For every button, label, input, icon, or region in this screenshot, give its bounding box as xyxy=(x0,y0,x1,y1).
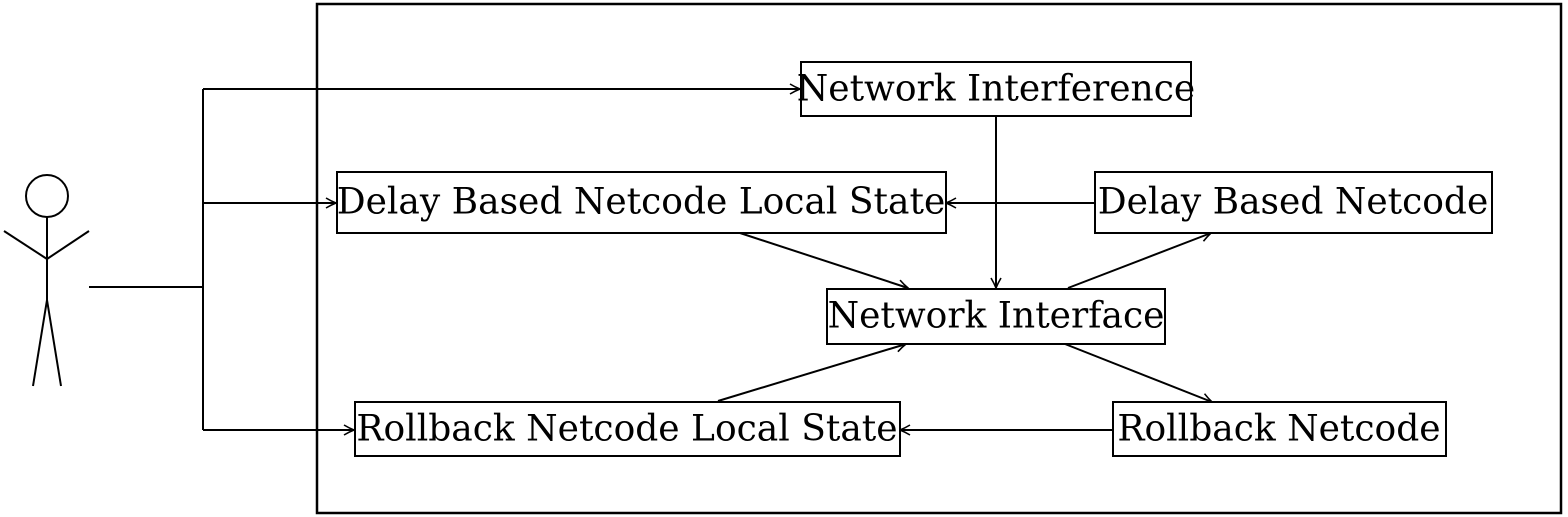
node-network-interface-label: Network Interface xyxy=(828,296,1165,337)
node-network-interference-label: Network Interference xyxy=(797,69,1195,110)
edge-interface-to-delay-netcode xyxy=(1067,233,1211,289)
node-delay-based-netcode-local-state-label: Delay Based Netcode Local State xyxy=(337,182,946,223)
edge-interface-to-rollback-netcode xyxy=(1064,343,1212,402)
node-network-interface: Network Interface xyxy=(826,288,1166,345)
actor-connectors xyxy=(89,89,800,430)
node-rollback-netcode-local-state: Rollback Netcode Local State xyxy=(354,401,901,457)
edge-delay-local-to-interface xyxy=(739,232,908,288)
node-delay-based-netcode: Delay Based Netcode xyxy=(1094,171,1493,234)
system-boundary xyxy=(315,2,1563,515)
node-rollback-netcode-local-state-label: Rollback Netcode Local State xyxy=(356,409,897,450)
edge-rollback-local-to-interface xyxy=(717,344,906,402)
node-delay-based-netcode-local-state: Delay Based Netcode Local State xyxy=(336,171,947,234)
node-network-interference: Network Interference xyxy=(797,61,1195,117)
internal-edges xyxy=(717,116,1212,430)
stick-figure-actor-icon xyxy=(3,174,90,387)
node-delay-based-netcode-label: Delay Based Netcode xyxy=(1098,182,1489,223)
node-rollback-netcode-label: Rollback Netcode xyxy=(1117,409,1440,450)
node-rollback-netcode: Rollback Netcode xyxy=(1112,401,1447,457)
